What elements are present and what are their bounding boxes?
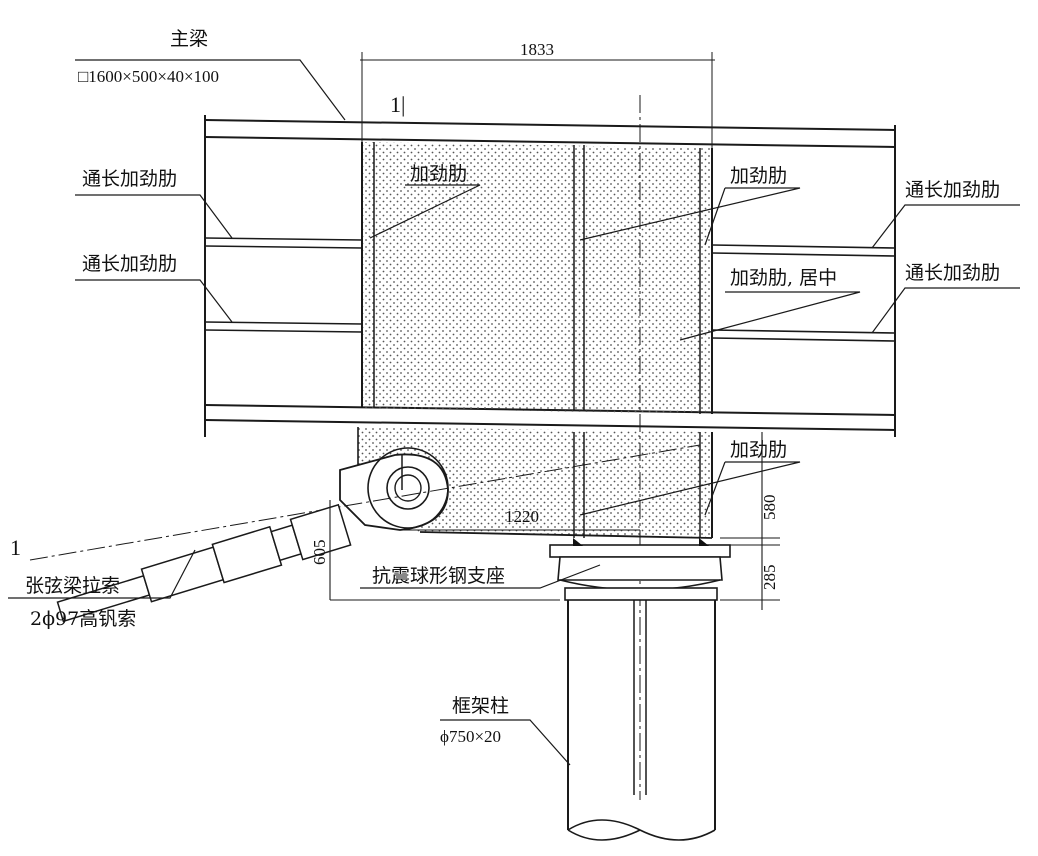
- dim-height-285: 285: [760, 565, 779, 591]
- dim-top-width: 1833: [520, 40, 554, 59]
- long-stiffener-right-lower: 通长加劲肋: [905, 262, 1000, 284]
- frame-column: [567, 600, 716, 841]
- section-mark-left: 1: [10, 535, 21, 560]
- stiffener-centered-label: 加劲肋, 居中: [730, 267, 837, 289]
- main-beam-label: 主梁: [170, 28, 208, 50]
- long-stiffener-left-upper: 通长加劲肋: [82, 168, 177, 190]
- bearing-label: 抗震球形钢支座: [372, 565, 505, 587]
- column-spec-label: ϕ750×20: [440, 727, 501, 746]
- dim-height-580: 580: [760, 495, 779, 521]
- main-beam-size: □1600×500×40×100: [78, 67, 219, 86]
- stiffener-label-1: 加劲肋: [410, 163, 467, 185]
- cable-name-label: 张弦梁拉索: [25, 575, 120, 597]
- leader-lines: [8, 59, 1020, 766]
- seismic-spherical-bearing: [549, 538, 731, 601]
- stiffener-lower-label: 加劲肋: [730, 439, 787, 461]
- stiffener-label-2: 加劲肋: [730, 165, 787, 187]
- cable-anchor: [29, 444, 701, 561]
- long-stiffeners: [204, 237, 896, 342]
- filled-joint-zone: [357, 142, 713, 539]
- dim-inner-width: 1220: [505, 507, 539, 526]
- column-name-label: 框架柱: [452, 695, 509, 717]
- section-mark-top: 1|: [390, 92, 405, 117]
- dim-height-605: 605: [310, 540, 329, 566]
- cable-spec-label: 2ϕ97高钒索: [30, 608, 136, 630]
- long-stiffener-right-upper: 通长加劲肋: [905, 179, 1000, 201]
- long-stiffener-left-lower: 通长加劲肋: [82, 253, 177, 275]
- dimension-lines: [329, 52, 780, 610]
